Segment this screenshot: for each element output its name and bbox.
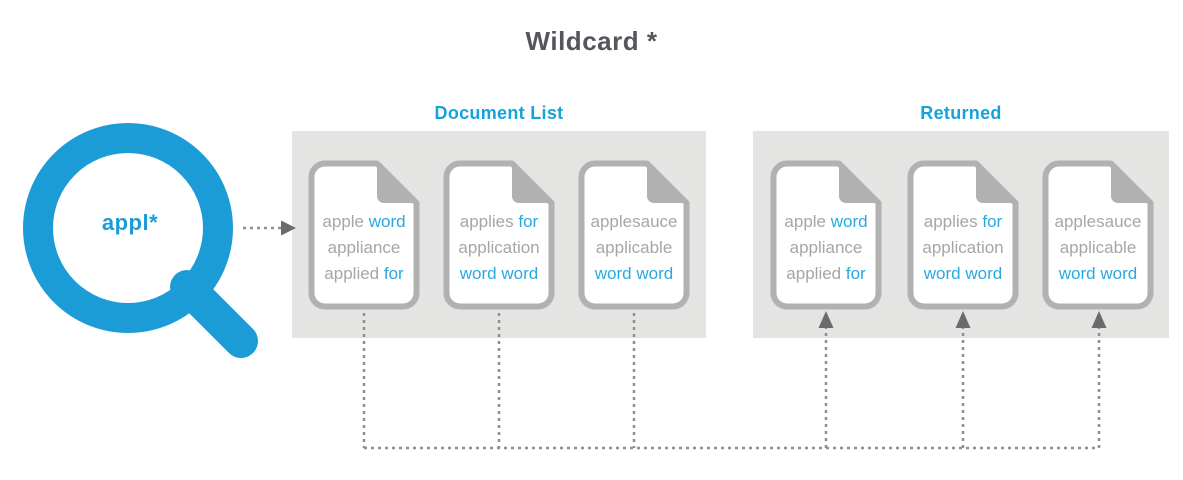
document-icon (443, 160, 555, 310)
document-card: applesauce applicable word word (578, 160, 690, 310)
document-word: word (368, 212, 406, 231)
document-word: applies (459, 212, 519, 231)
document-word: for (982, 212, 1003, 231)
document-word: applies (923, 212, 983, 231)
document-text-line: applesauce (591, 209, 678, 235)
document-text-line: applied for (324, 261, 403, 287)
document-text-line: word word (1059, 261, 1137, 287)
document-card: apple word appliance applied for (770, 160, 882, 310)
document-text-line: word word (595, 261, 673, 287)
document-text-line: appliance (328, 235, 401, 261)
document-text: apple word appliance applied for (308, 160, 420, 310)
returned-panel: apple word appliance applied for applies f… (753, 131, 1169, 338)
document-list-title: Document List (434, 103, 564, 123)
document-text: applies for application word word (443, 160, 555, 310)
document-text-line: applies for (924, 209, 1002, 235)
document-text-line: applies for (460, 209, 538, 235)
document-word: applied (786, 264, 846, 283)
document-list-panel: apple word appliance applied for applies f… (292, 131, 706, 338)
document-word: applicable (1059, 238, 1137, 257)
document-word: for (518, 212, 539, 231)
document-word: applesauce (1054, 212, 1142, 231)
document-card: applesauce applicable word word (1042, 160, 1154, 310)
page-title: Wildcard * (525, 26, 658, 56)
document-text-line: appliance (790, 235, 863, 261)
document-word: word word (459, 264, 539, 283)
document-text-line: applicable (596, 235, 673, 261)
document-text-line: word word (460, 261, 538, 287)
document-word: application (922, 238, 1004, 257)
document-text-line: apple word (322, 209, 405, 235)
document-word: applicable (595, 238, 673, 257)
document-word: word (830, 212, 868, 231)
document-text: apple word appliance applied for (770, 160, 882, 310)
document-text-line: apple word (784, 209, 867, 235)
document-word: word word (923, 264, 1003, 283)
document-text-line: applicable (1060, 235, 1137, 261)
document-icon (308, 160, 420, 310)
document-text: applies for application word word (907, 160, 1019, 310)
document-word: appliance (327, 238, 401, 257)
document-word: apple (784, 212, 831, 231)
document-word: apple (322, 212, 369, 231)
document-icon (770, 160, 882, 310)
document-word: word word (594, 264, 674, 283)
document-word: applied (324, 264, 384, 283)
document-card: applies for application word word (907, 160, 1019, 310)
document-card: applies for application word word (443, 160, 555, 310)
document-card: apple word appliance applied for (308, 160, 420, 310)
document-text-line: application (922, 235, 1003, 261)
document-word: appliance (789, 238, 863, 257)
search-query-label: appl* (101, 210, 159, 235)
returned-title: Returned (920, 103, 1002, 123)
document-word: word word (1058, 264, 1138, 283)
document-text-line: application (458, 235, 539, 261)
document-text: applesauce applicable word word (1042, 160, 1154, 310)
document-text-line: applesauce (1055, 209, 1142, 235)
document-word: for (845, 264, 866, 283)
document-text-line: applied for (786, 261, 865, 287)
magnifying-glass-icon (23, 123, 258, 358)
document-word: applesauce (590, 212, 678, 231)
document-text-line: word word (924, 261, 1002, 287)
document-word: for (383, 264, 404, 283)
document-icon (578, 160, 690, 310)
document-icon (1042, 160, 1154, 310)
document-text: applesauce applicable word word (578, 160, 690, 310)
document-icon (907, 160, 1019, 310)
document-word: application (458, 238, 540, 257)
